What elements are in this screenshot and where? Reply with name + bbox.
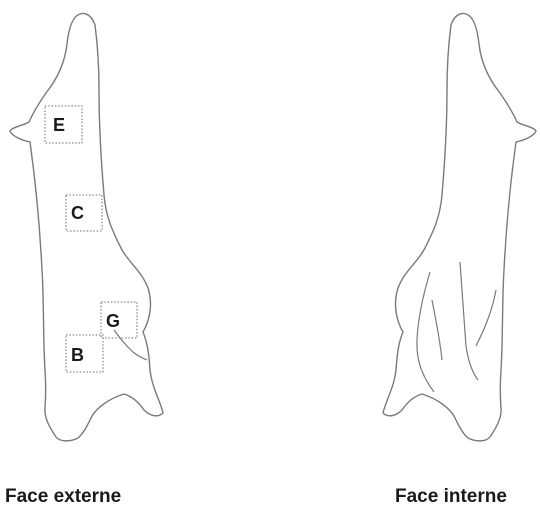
internal-contour-mid bbox=[460, 262, 478, 380]
zone-b-label: B bbox=[71, 345, 84, 365]
external-carcass-outline bbox=[10, 13, 163, 440]
zone-g-label: G bbox=[106, 311, 120, 331]
zone-c-label: C bbox=[71, 203, 84, 223]
internal-carcass-outline bbox=[383, 13, 536, 440]
zone-g: G bbox=[101, 302, 137, 338]
zone-e-label: E bbox=[53, 115, 65, 135]
zone-b: B bbox=[66, 335, 103, 372]
external-fold-line bbox=[114, 330, 147, 360]
external-face-caption: Face externe bbox=[5, 486, 121, 508]
internal-face-caption: Face interne bbox=[395, 486, 507, 508]
zone-c: C bbox=[66, 195, 102, 231]
internal-contour-inner bbox=[432, 300, 442, 360]
internal-contour-right bbox=[476, 290, 496, 346]
internal-contour-left bbox=[417, 272, 434, 392]
zone-e: E bbox=[45, 106, 82, 143]
